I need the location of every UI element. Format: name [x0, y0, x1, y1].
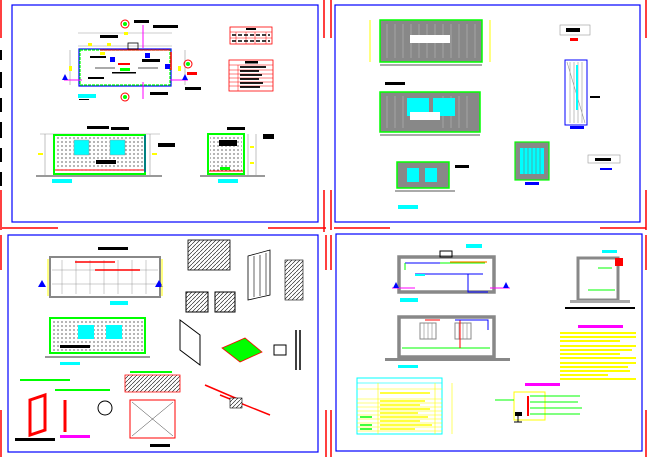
sheet-1-floor-plan [11, 4, 319, 223]
sheet-3-structural-details [7, 234, 319, 453]
general-notes [560, 325, 636, 380]
small-elevation [395, 161, 469, 209]
section-elevation [379, 82, 481, 136]
symbol-legend-table [356, 377, 453, 435]
sheet-frame [335, 233, 643, 452]
side-elevation [200, 127, 274, 183]
sheet-frame [11, 4, 319, 223]
foundation-plan [45, 317, 150, 365]
detail-drawings [15, 239, 304, 447]
electrical-section [385, 315, 510, 368]
plan-view [62, 19, 201, 102]
door-detail [559, 24, 600, 129]
front-elevation [36, 126, 175, 183]
sheet-frame [334, 4, 641, 223]
electrical-plan [392, 244, 510, 302]
structural-plan [38, 247, 163, 305]
electrical-side-section [565, 250, 635, 309]
sheet-frame [7, 234, 319, 453]
window-detail [514, 141, 621, 185]
single-line-diagram [495, 383, 582, 423]
sheet-2-elevations [334, 4, 641, 223]
legend-table [228, 59, 274, 92]
schedule-table-small [229, 26, 273, 45]
sheet-4-electrical [335, 233, 643, 452]
roof-plan [369, 19, 491, 66]
